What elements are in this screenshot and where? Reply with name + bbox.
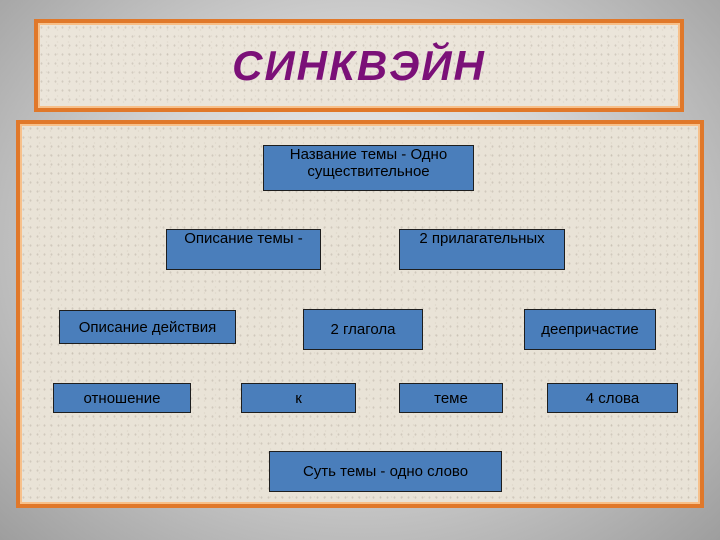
node-two-adjectives: 2 прилагательных [399,229,565,270]
slide-title: СИНКВЭЙН [232,41,486,89]
title-panel: СИНКВЭЙН [34,19,684,112]
node-action-description: Описание действия [59,310,236,344]
node-participle: деепричастие [524,309,656,350]
node-topic-description: Описание темы - [166,229,321,270]
node-two-verbs: 2 глагола [303,309,423,350]
node-relation: отношение [53,383,191,413]
node-four-words: 4 слова [547,383,678,413]
node-to: к [241,383,356,413]
node-topic-name: Название темы - Одно существительное [263,145,474,191]
node-topic: теме [399,383,503,413]
node-topic-essence: Суть темы - одно слово [269,451,502,492]
